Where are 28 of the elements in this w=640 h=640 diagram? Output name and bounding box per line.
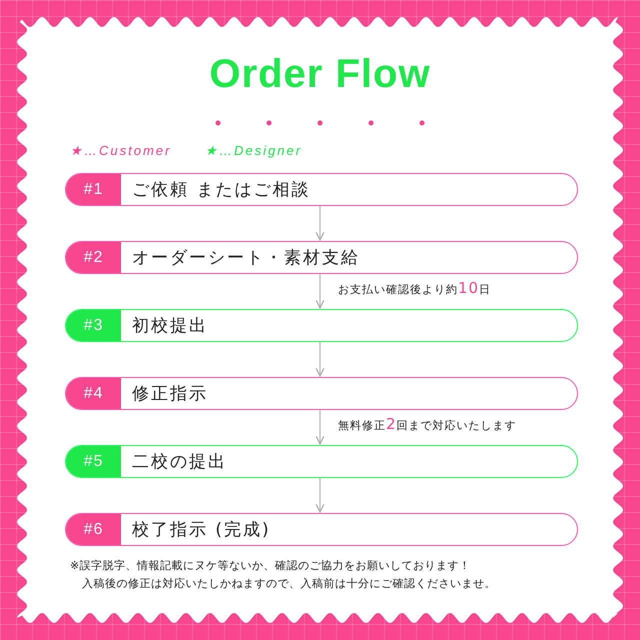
- arrow: [316, 342, 324, 377]
- step-number: #3: [66, 310, 121, 341]
- step-number: #5: [66, 446, 121, 477]
- step-text: 初校提出: [132, 315, 208, 338]
- note-text: 入稿後の修正は対応いたしかねますので、入稿前は十分にご確認くださいませ。: [82, 576, 496, 591]
- step-pill: [65, 513, 578, 546]
- arrow: [316, 274, 324, 309]
- title: Order Flow: [208, 52, 432, 97]
- arrow: [316, 410, 324, 445]
- arrow: [316, 206, 324, 241]
- legend-text: ★…Designer: [205, 143, 302, 158]
- step-pill: [65, 309, 578, 342]
- step-pill: [65, 173, 578, 206]
- step-number: #6: [66, 514, 121, 545]
- step-number: #2: [66, 242, 121, 273]
- step-number: #4: [66, 378, 121, 409]
- step-text: 修正指示: [132, 383, 208, 406]
- note-text: ※誤字脱字、情報記載にヌケ等ないか、確認のご協力をお願いしております！: [70, 558, 471, 573]
- step-text: 校了指示 (完成): [132, 519, 271, 542]
- step-text: オーダーシート・素材支給: [132, 247, 360, 270]
- step-text: ご依頼 またはご相談: [132, 179, 310, 202]
- step-text: 二校の提出: [132, 451, 227, 474]
- step-number: #1: [66, 174, 121, 205]
- step-pill: [65, 445, 578, 478]
- step-pill: [65, 377, 578, 410]
- step-pill: [65, 241, 578, 274]
- arrow: [316, 478, 324, 513]
- legend-text: ★…Customer: [70, 143, 172, 158]
